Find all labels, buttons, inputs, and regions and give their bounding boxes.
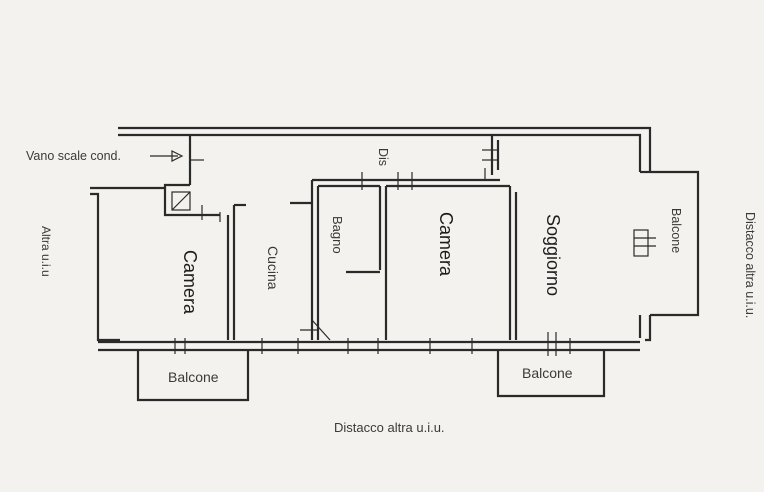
windows [174, 229, 656, 356]
stair-arrow-icon [150, 150, 184, 162]
interior-walls [163, 135, 518, 341]
distance-label-right: Distacco altra u.i.u. [743, 212, 757, 318]
room-label-camera-mid: Camera [436, 212, 456, 277]
room-label-soggiorno: Soggiorno [543, 214, 563, 296]
room-label-camera-left: Camera [180, 250, 200, 315]
room-label-bagno: Bagno [330, 216, 345, 254]
balcone-label-left: Balcone [168, 369, 219, 385]
outer-walls [90, 126, 652, 352]
dis-label: Dis [376, 148, 390, 166]
balcone-label-right: Balcone [669, 208, 683, 253]
room-label-cucina: Cucina [265, 246, 281, 290]
distance-label-bottom: Distacco altra u.i.u. [334, 420, 445, 435]
stair-label: Vano scale cond. [26, 149, 121, 163]
balcone-label-mid: Balcone [522, 365, 573, 381]
doors [190, 149, 498, 222]
neighbor-label-left: Altra u.i.u [39, 226, 53, 277]
balconies [136, 170, 700, 402]
